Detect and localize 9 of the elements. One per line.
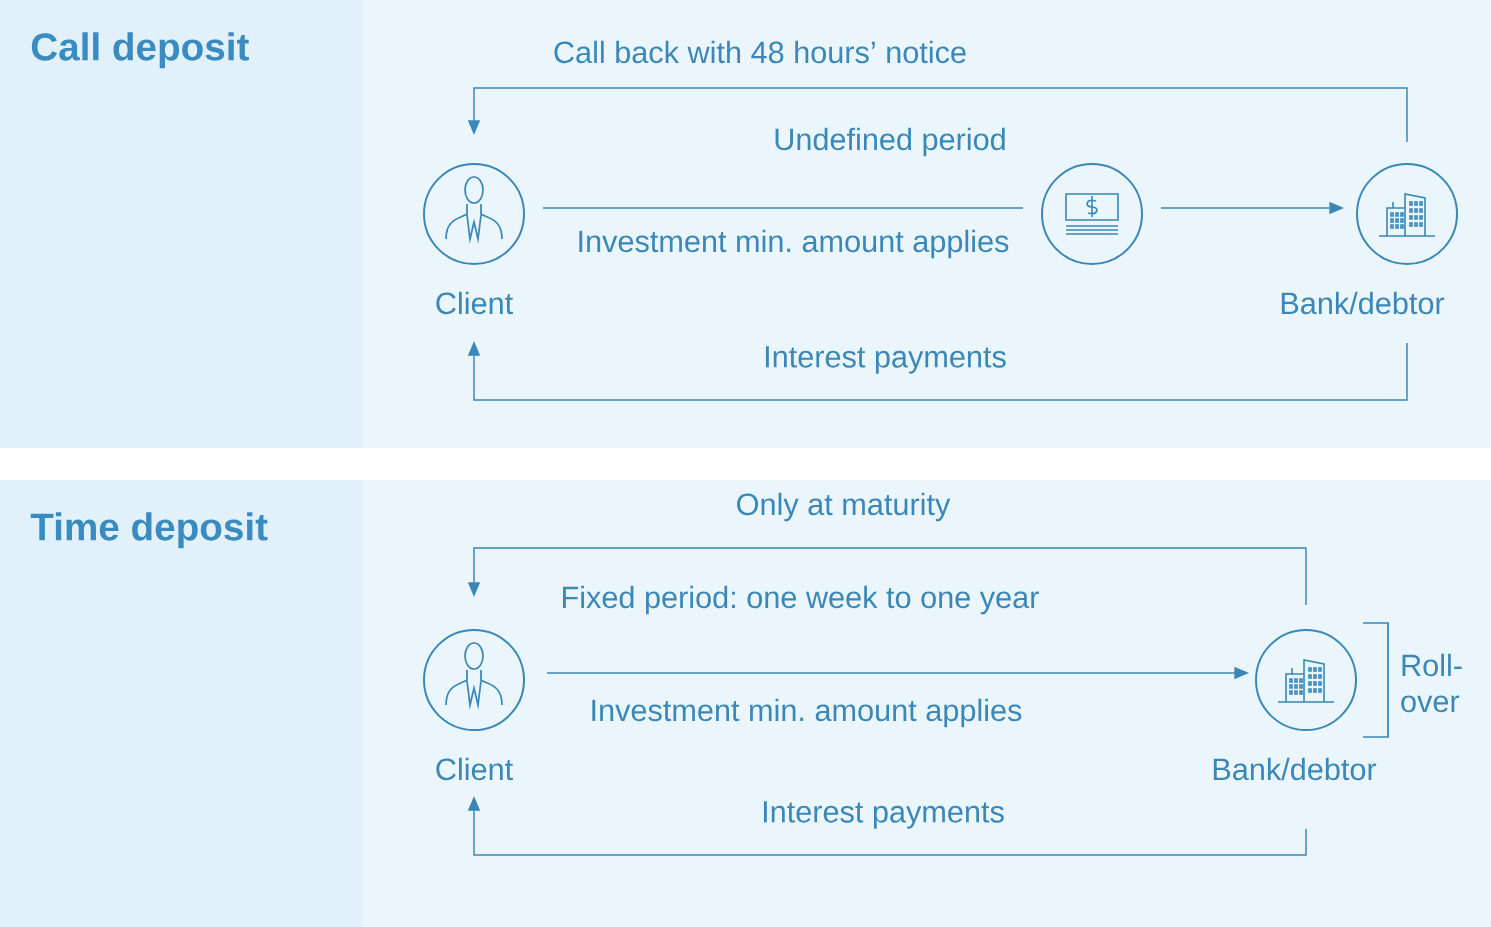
edge-label: Investment min. amount applies xyxy=(579,229,1009,259)
edge-label: Interest payments xyxy=(765,346,1006,374)
period-label: Fixed period: one week to one year xyxy=(563,585,1039,615)
period-label: Undefined period xyxy=(775,127,1005,157)
edge-label: Only at maturity xyxy=(737,492,951,522)
roll-over-label: Roll-over xyxy=(1401,653,1462,713)
edge-label: Call back with 48 hours’ notice xyxy=(554,40,966,64)
edge-label: Interest payments xyxy=(763,801,1004,829)
edge-label: Investment min. amount applies xyxy=(592,698,1022,728)
